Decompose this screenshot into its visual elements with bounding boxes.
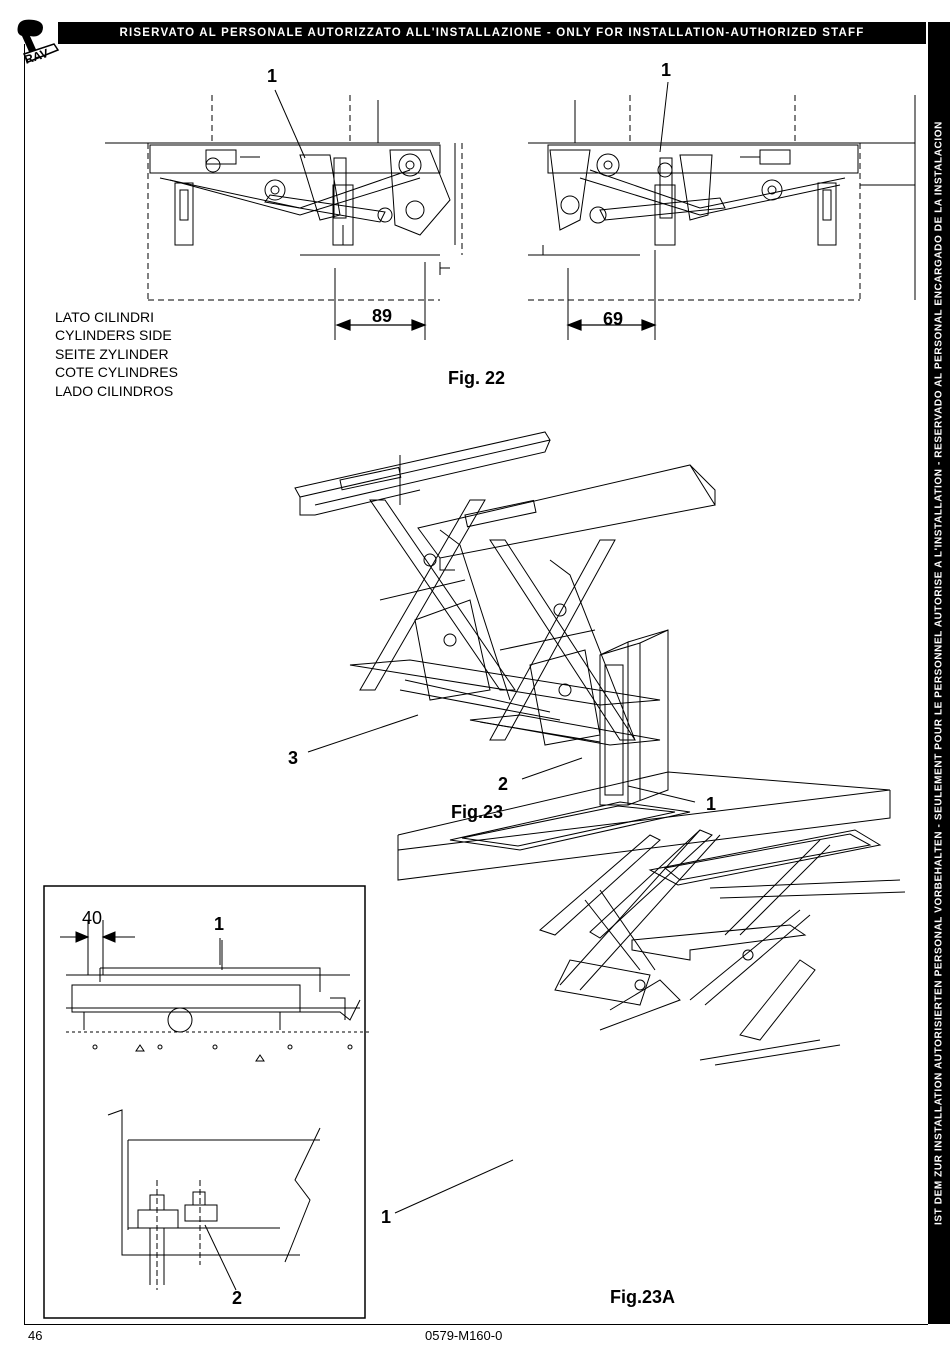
fig23a-drawing (397, 771, 906, 1066)
fig23-label-1: 1 (706, 794, 717, 814)
side-banner: IST DEM ZUR INSTALLATION AUTORISIERTEN P… (928, 22, 950, 1324)
frame-bottom-rule (24, 1324, 928, 1325)
side-label-de: SEITE ZYLINDER (55, 345, 169, 362)
header-banner: RISERVATO AL PERSONALE AUTORIZZATO ALL'I… (58, 22, 926, 44)
rav-logo: RAV (17, 19, 60, 67)
detail-dimension-40: 40 (82, 908, 103, 928)
fig22-right-drawing (528, 95, 916, 340)
fig23-caption: Fig.23 (451, 802, 504, 822)
header-banner-text: RISERVATO AL PERSONALE AUTORIZZATO ALL'I… (119, 27, 865, 39)
page-number: 46 (28, 1328, 43, 1343)
detail-box (43, 885, 366, 1319)
fig23-drawing (294, 431, 716, 806)
side-label-fr: COTE CYLINDRES (55, 364, 178, 381)
fig23a-label-1: 1 (381, 1207, 392, 1227)
fig22-dimensions (335, 319, 657, 331)
fig22-caption: Fig. 22 (448, 368, 506, 388)
side-label-en: CYLINDERS SIDE (55, 327, 172, 344)
detail-label-1: 1 (214, 914, 225, 934)
fig22-dimension-89: 89 (372, 306, 393, 326)
side-label-es: LADO CILINDROS (55, 382, 174, 399)
fig22-dimension-69: 69 (603, 309, 624, 329)
detail-label-2: 2 (232, 1288, 243, 1308)
document-code: 0579-M160-0 (425, 1328, 503, 1343)
fig23-label-3: 3 (288, 748, 299, 768)
cylinders-side-labels: LATO CILINDRI CYLINDERS SIDE SEITE ZYLIN… (55, 308, 178, 400)
frame-left-rule (24, 44, 25, 1324)
side-label-it: LATO CILINDRI (55, 309, 155, 325)
fig22-label-left-1: 1 (267, 66, 278, 86)
fig22-left-drawing (105, 95, 463, 340)
detail-drawing (60, 920, 370, 1291)
fig22-label-right-1: 1 (661, 60, 672, 80)
fig23a-caption: Fig.23A (610, 1287, 676, 1307)
fig23-label-2: 2 (498, 774, 509, 794)
